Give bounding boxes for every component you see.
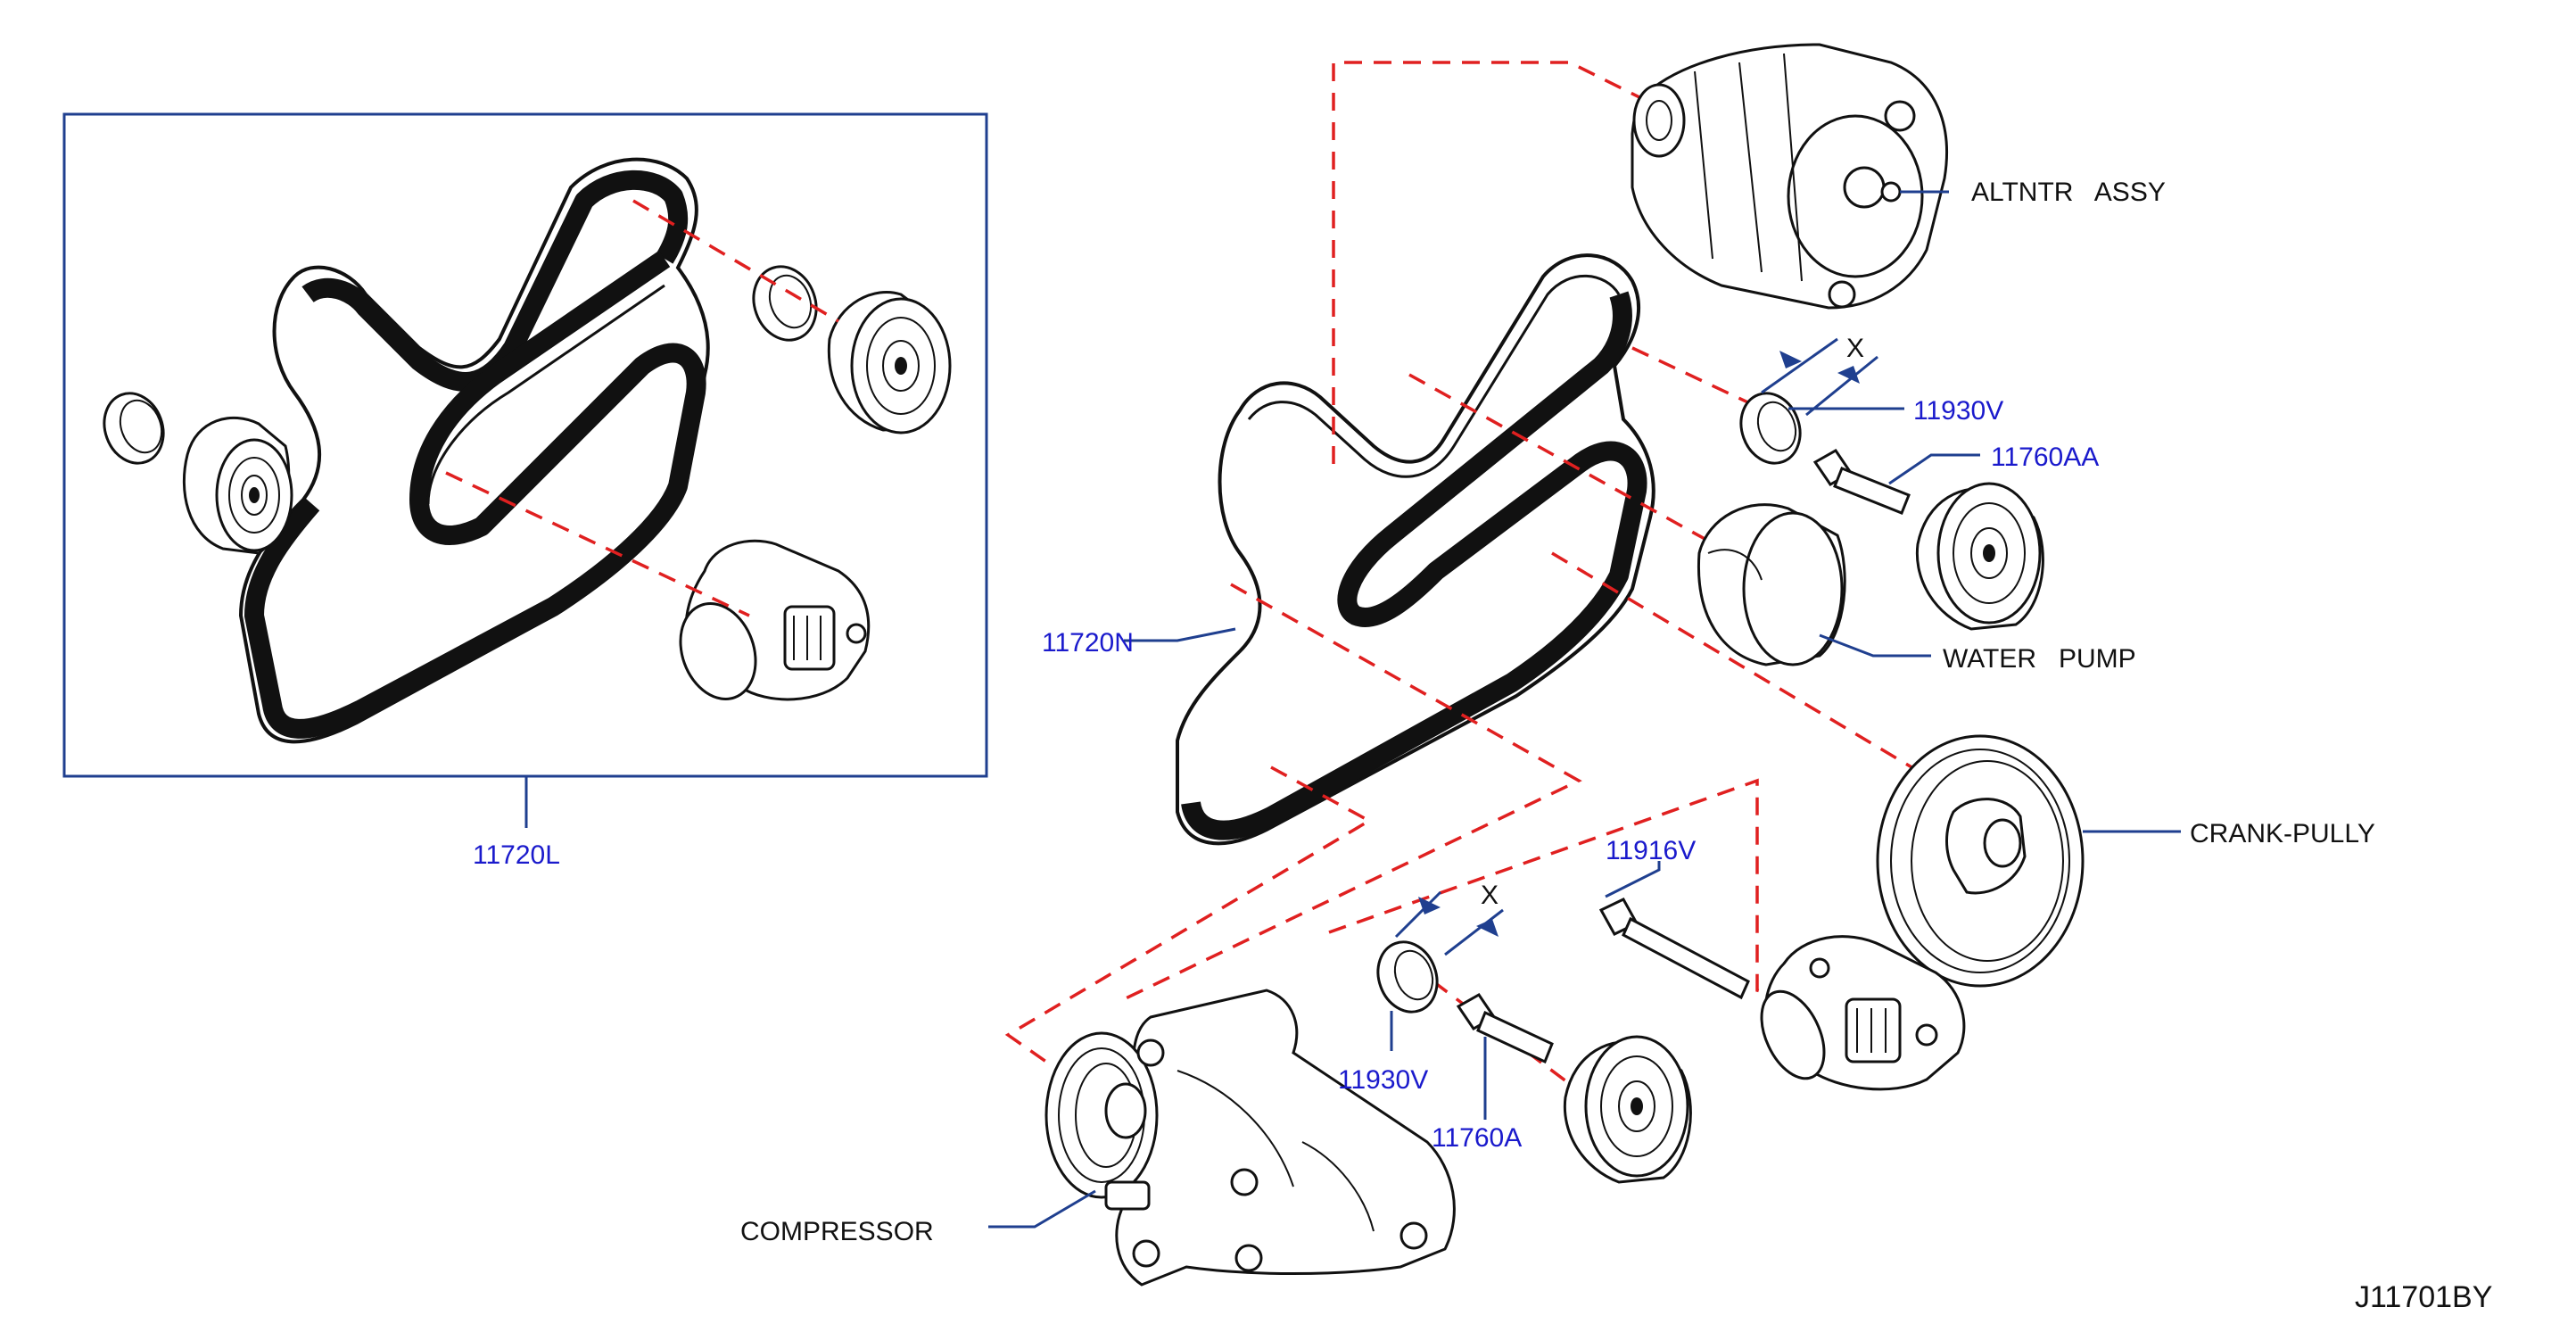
alternator-drawing (1631, 43, 1948, 310)
leader-lines (988, 190, 2181, 1229)
label-crank-pulley: CRANK-PULLY (2190, 819, 2375, 848)
label-11720L: 11720L (473, 840, 560, 870)
bolt-long-drawing (1598, 898, 1750, 1000)
spacer-upper-drawing (1739, 337, 1878, 465)
kit-water-pump-drawing (679, 539, 871, 701)
label-dim-x-lower: X (1481, 881, 1499, 910)
label-11760A: 11760A (1432, 1123, 1522, 1153)
main-belt-drawing (1176, 253, 1655, 846)
idler-pulley-lower-drawing (1563, 1035, 1692, 1184)
idler-pulley-upper-drawing (1915, 482, 2044, 631)
tensioner-drawing (1760, 935, 1966, 1091)
kit-idler-pulley-upper-drawing (827, 290, 952, 434)
bolt-lower-drawing (1456, 993, 1554, 1064)
label-alternator: ALTNTR ASSY (1971, 178, 2166, 207)
label-dim-x-upper: X (1846, 334, 1864, 363)
compressor-drawing (1044, 989, 1456, 1287)
kit-belt-drawing (238, 157, 710, 744)
label-11916V: 11916V (1606, 836, 1696, 865)
label-11720N: 11720N (1042, 628, 1134, 658)
crank-pulley-drawing (1876, 734, 2085, 988)
label-water-pump: WATER PUMP (1943, 644, 2136, 674)
label-11760AA: 11760AA (1991, 443, 2099, 472)
kit-idler-pulley-left-drawing (182, 416, 293, 555)
belt-kit-frame (62, 112, 988, 828)
label-11930V-upper: 11930V (1913, 396, 2003, 426)
label-compressor: COMPRESSOR (740, 1217, 934, 1246)
diagram-id: J11701BY (2355, 1280, 2492, 1314)
spacer-lower-drawing (1376, 890, 1504, 1014)
kit-spacer-left-drawing (103, 392, 165, 465)
bolt-upper-drawing (1812, 449, 1911, 515)
water-pump-pulley-drawing (1697, 503, 1846, 666)
kit-spacer-upper-drawing (752, 265, 818, 342)
label-11930V-lower: 11930V (1338, 1065, 1428, 1095)
kit-centerlines (445, 199, 839, 617)
